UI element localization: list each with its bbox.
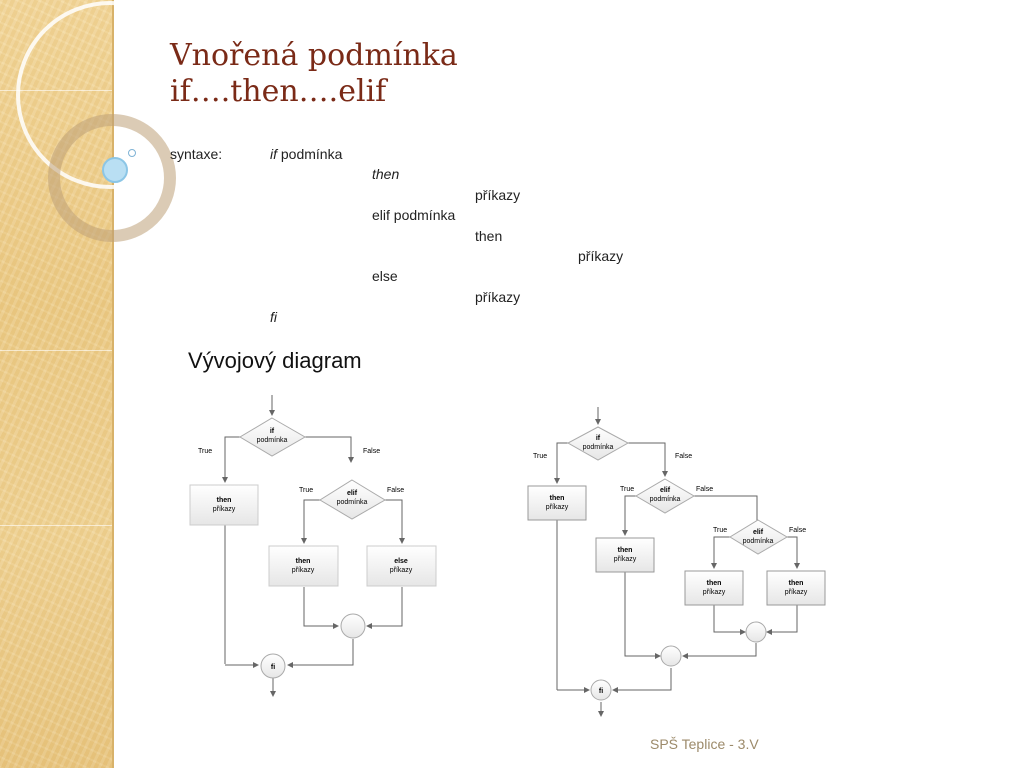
fi-node [590, 679, 612, 701]
false-label: False [363, 448, 380, 455]
commands-2: příkazy [578, 248, 624, 264]
decision-elif [635, 478, 695, 514]
false-label-2: False [387, 487, 404, 494]
process-then-4 [766, 570, 826, 606]
then2-box-text: příkazy [614, 556, 637, 563]
elif-diamond-bold: elif [660, 487, 671, 494]
title-line-2: if….then….elif [170, 74, 387, 109]
else-box-text: příkazy [390, 567, 413, 574]
sidebar-divider [0, 525, 112, 526]
process-then [527, 485, 587, 521]
then2-box-bold: then [618, 547, 633, 554]
if-diamond-text: podmínka [257, 437, 288, 444]
if-diamond-text: podmínka [583, 444, 614, 451]
title-line-1: Vnořená podmínka [170, 38, 458, 73]
diagram-heading: Vývojový diagram [188, 348, 362, 373]
process-else [366, 545, 437, 587]
decision-elif [319, 479, 386, 520]
else-box-bold: else [394, 558, 408, 565]
then-box-bold: then [217, 497, 232, 504]
elif-diamond-text: podmínka [650, 496, 681, 503]
slide-title: Vnořená podmínka if….then….elif [170, 38, 458, 110]
commands-1: příkazy [475, 187, 521, 203]
then-box-text: příkazy [546, 504, 569, 511]
elif-diamond-bold: elif [347, 490, 358, 497]
decision-if [239, 417, 307, 457]
then4-box-bold: then [789, 580, 804, 587]
merge-node [340, 613, 366, 639]
false-label-3: False [789, 527, 806, 534]
then3-box-bold: then [707, 580, 722, 587]
commands-3: příkazy [475, 289, 521, 305]
if-diamond-bold: if [596, 435, 601, 442]
decorative-sidebar [0, 0, 114, 768]
then-box-bold: then [550, 495, 565, 502]
syntax-label: syntaxe: [170, 146, 223, 162]
then2-box-text: příkazy [292, 567, 315, 574]
fi-keyword: fi [270, 309, 277, 325]
true-label-2: True [620, 486, 634, 493]
elif2-diamond-text: podmínka [743, 538, 774, 545]
fi-node-label: fi [271, 664, 275, 671]
process-then [189, 484, 259, 526]
fi-node-label: fi [599, 688, 603, 695]
then2-box-bold: then [296, 558, 311, 565]
bullet-icon [128, 149, 136, 157]
else-keyword: else [372, 268, 398, 284]
sidebar-divider [0, 350, 112, 351]
merge-node-outer [660, 645, 682, 667]
then3-box-text: příkazy [703, 589, 726, 596]
flowchart-right: if podmínka True False then příkazy elif… [527, 407, 826, 717]
process-then-2 [268, 545, 339, 587]
false-label: False [675, 453, 692, 460]
flowchart-left: if podmínka True False then příkazy elif… [189, 395, 437, 697]
true-label: True [533, 453, 547, 460]
process-then-2 [595, 537, 655, 573]
fi-node [260, 653, 286, 679]
then4-box-text: příkazy [785, 589, 808, 596]
true-label-2: True [299, 487, 313, 494]
true-label: True [198, 448, 212, 455]
decision-if [566, 426, 630, 461]
syntax-if-line: if podmínka [270, 146, 342, 162]
elif-diamond-text: podmínka [337, 499, 368, 506]
if-condition: podmínka [280, 146, 343, 162]
then-keyword-2: then [475, 228, 503, 244]
then-keyword-1: then [372, 166, 400, 182]
if-diamond-bold: if [270, 428, 275, 435]
then-box-text: příkazy [213, 506, 236, 513]
footer-text: SPŠ Teplice - 3.V [650, 736, 759, 752]
if-keyword: if [270, 146, 277, 162]
true-label-3: True [713, 527, 727, 534]
sidebar-divider [0, 90, 112, 91]
elif-line: elif podmínka [372, 207, 456, 223]
false-label-2: False [696, 486, 713, 493]
decision-elif-2 [729, 519, 788, 555]
elif2-diamond-bold: elif [753, 529, 764, 536]
merge-node-inner [745, 621, 767, 643]
process-then-3 [684, 570, 744, 606]
